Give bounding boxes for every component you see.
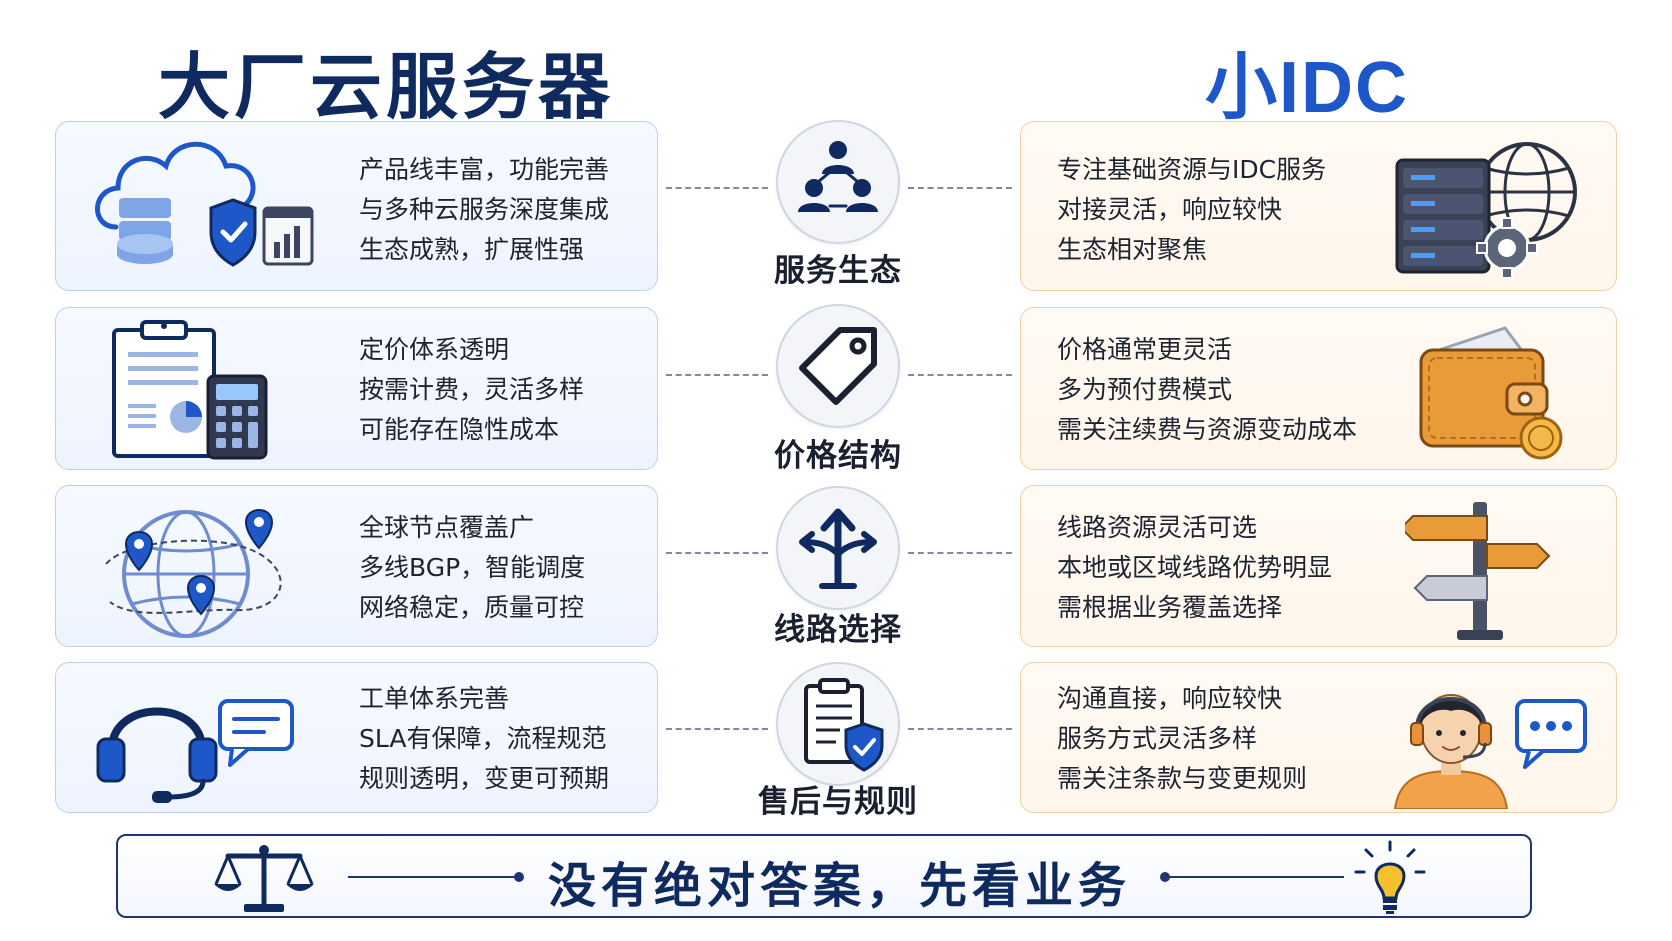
row4-left-card: 工单体系完善 SLA有保障，流程规范 规则透明，变更可预期 xyxy=(55,662,658,813)
row1-right-line-1: 专注基础资源与IDC服务 xyxy=(1057,155,1327,184)
row3-right-line-1: 线路资源灵活可选 xyxy=(1057,513,1258,542)
price-tag-icon xyxy=(799,327,877,405)
row4-right-connector xyxy=(908,728,1012,730)
wallet-coin-icon xyxy=(1419,326,1563,460)
support-agent-chat-icon xyxy=(1393,694,1587,809)
row4-right-line-2: 服务方式灵活多样 xyxy=(1057,724,1258,753)
row2-right-line-3: 需关注续费与资源变动成本 xyxy=(1057,415,1358,444)
row3-right-line-3: 需根据业务覆盖选择 xyxy=(1057,593,1283,622)
row4-left-connector xyxy=(666,728,768,730)
row3-right-text: 线路资源灵活可选 本地或区域线路优势明显 需根据业务覆盖选择 xyxy=(1057,508,1332,628)
lightbulb-icon xyxy=(1354,840,1426,914)
row1-left-card: 产品线丰富，功能完善 与多种云服务深度集成 生态成熟，扩展性强 xyxy=(55,121,658,291)
row4-right-card: 沟通直接，响应较快 服务方式灵活多样 需关注条款与变更规则 xyxy=(1020,662,1617,813)
row1-right-line-3: 生态相对聚焦 xyxy=(1057,235,1208,264)
row2-hub xyxy=(776,304,900,428)
people-network-icon xyxy=(798,141,878,212)
row4-left-line-1: 工单体系完善 xyxy=(359,684,510,713)
row3-left-card: 全球节点覆盖广 多线BGP，智能调度 网络稳定，质量可控 xyxy=(55,485,658,647)
row1-left-line-3: 生态成熟，扩展性强 xyxy=(359,235,585,264)
row3-right-line-2: 本地或区域线路优势明显 xyxy=(1057,553,1333,582)
row1-right-card: 专注基础资源与IDC服务 对接灵活，响应较快 生态相对聚焦 xyxy=(1020,121,1617,291)
row1-right-connector xyxy=(908,187,1012,189)
row2-left-connector xyxy=(666,374,768,376)
row3-right-card: 线路资源灵活可选 本地或区域线路优势明显 需根据业务覆盖选择 xyxy=(1020,485,1617,647)
balance-scale-icon xyxy=(214,845,314,912)
row1-hub xyxy=(776,120,900,244)
server-globe-gear-icon xyxy=(1395,142,1577,279)
row3-left-line-2: 多线BGP，智能调度 xyxy=(359,553,586,582)
row2-left-line-2: 按需计费，灵活多样 xyxy=(359,375,585,404)
globe-location-pins-icon xyxy=(105,509,282,638)
row1-hub-label: 服务生态 xyxy=(774,253,902,289)
banner-slogan: 没有绝对答案，先看业务 xyxy=(548,858,1132,914)
row4-right-line-3: 需关注条款与变更规则 xyxy=(1057,764,1308,793)
banner-right-rule xyxy=(1160,872,1344,882)
row4-hub xyxy=(776,662,900,786)
row4-left-line-2: SLA有保障，流程规范 xyxy=(359,724,607,753)
row3-right-connector xyxy=(908,552,1012,554)
clipboard-calculator-icon xyxy=(112,320,268,460)
row1-left-line-1: 产品线丰富，功能完善 xyxy=(359,155,610,184)
row2-left-line-3: 可能存在隐性成本 xyxy=(359,415,560,444)
row1-right-text: 专注基础资源与IDC服务 对接灵活，响应较快 生态相对聚焦 xyxy=(1057,150,1326,270)
row2-right-line-1: 价格通常更灵活 xyxy=(1057,335,1233,364)
row1-left-text: 产品线丰富，功能完善 与多种云服务深度集成 生态成熟，扩展性强 xyxy=(359,150,609,270)
row3-left-line-1: 全球节点覆盖广 xyxy=(359,513,535,542)
row2-left-line-1: 定价体系透明 xyxy=(359,335,510,364)
left-column-title: 大厂云服务器 xyxy=(158,45,615,129)
row3-left-text: 全球节点覆盖广 多线BGP，智能调度 网络稳定，质量可控 xyxy=(359,508,585,628)
row3-left-connector xyxy=(666,552,768,554)
row3-left-line-3: 网络稳定，质量可控 xyxy=(359,593,585,622)
row1-right-line-2: 对接灵活，响应较快 xyxy=(1057,195,1283,224)
row2-hub-label: 价格结构 xyxy=(774,438,902,474)
row4-left-text: 工单体系完善 SLA有保障，流程规范 规则透明，变更可预期 xyxy=(359,679,609,799)
signpost-icon xyxy=(1405,502,1551,640)
row2-left-text: 定价体系透明 按需计费，灵活多样 可能存在隐性成本 xyxy=(359,330,584,450)
right-column-title: 小IDC xyxy=(1205,48,1409,128)
banner-left-rule xyxy=(348,872,524,882)
row4-right-line-1: 沟通直接，响应较快 xyxy=(1057,684,1283,713)
clipboard-shield-check-icon xyxy=(804,678,884,772)
row1-left-connector xyxy=(666,187,768,189)
row3-hub xyxy=(776,486,900,610)
row2-left-card: 定价体系透明 按需计费，灵活多样 可能存在隐性成本 xyxy=(55,307,658,470)
row4-hub-label: 售后与规则 xyxy=(758,784,918,820)
branching-arrows-icon xyxy=(799,508,877,589)
row3-hub-label: 线路选择 xyxy=(774,612,902,648)
row4-left-line-3: 规则透明，变更可预期 xyxy=(359,764,610,793)
row1-left-line-2: 与多种云服务深度集成 xyxy=(359,195,610,224)
cloud-database-shield-icon xyxy=(95,141,314,267)
row2-right-card: 价格通常更灵活 多为预付费模式 需关注续费与资源变动成本 xyxy=(1020,307,1617,470)
row2-right-text: 价格通常更灵活 多为预付费模式 需关注续费与资源变动成本 xyxy=(1057,330,1357,450)
row4-right-text: 沟通直接，响应较快 服务方式灵活多样 需关注条款与变更规则 xyxy=(1057,679,1307,799)
row2-right-connector xyxy=(908,374,1012,376)
row2-right-line-2: 多为预付费模式 xyxy=(1057,375,1233,404)
headset-chat-icon xyxy=(96,699,294,803)
conclusion-banner: 没有绝对答案，先看业务 xyxy=(116,834,1532,918)
